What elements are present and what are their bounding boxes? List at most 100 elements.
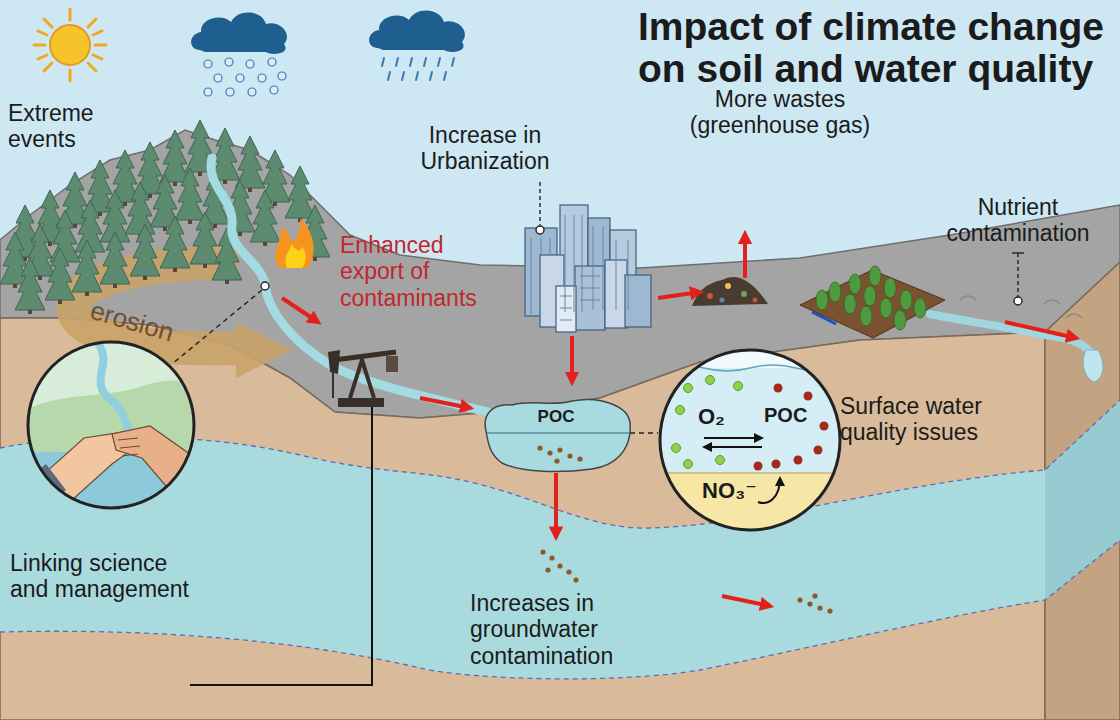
lens-picture (658, 472, 842, 473)
snow-cloud (204, 88, 212, 96)
flow-arrow (420, 398, 470, 408)
text-holder: POC (482, 407, 630, 427)
particles (807, 601, 812, 606)
leader-line (1017, 253, 1018, 297)
conifer-forest (190, 212, 220, 268)
leader-line (172, 282, 269, 364)
city-buildings (582, 215, 583, 312)
city-buildings (560, 296, 572, 297)
runoff-stream (930, 314, 1090, 352)
chemical-label: NO₃⁻ (702, 478, 757, 503)
handshake-circle-outline (26, 340, 196, 510)
snow-cloud (225, 58, 233, 66)
sun-icon (69, 9, 72, 20)
oil-pump (350, 360, 374, 398)
crop-field (900, 290, 912, 310)
exchange-arrow (704, 446, 762, 448)
crop-field (884, 278, 896, 298)
rain-cloud (382, 58, 454, 80)
oxygen-dot (734, 382, 743, 391)
city-buildings (580, 288, 600, 289)
text-holder: NO₃⁻ (702, 478, 757, 503)
crop-field (844, 294, 856, 314)
particles (812, 593, 817, 598)
runoff-stream (960, 296, 1082, 318)
handshake-picture (112, 426, 201, 500)
particle (577, 456, 582, 461)
magnifier-circle-outline (658, 348, 842, 532)
crop-field (816, 290, 828, 310)
rain-cloud (396, 58, 398, 66)
waste-heap (725, 283, 731, 289)
rain-cloud (410, 58, 412, 66)
oil-pump (328, 350, 340, 374)
groundwater-band (1045, 400, 1120, 600)
city-buildings (525, 205, 651, 332)
handshake-picture (118, 438, 140, 456)
waste-heap (741, 291, 747, 297)
wildfire-icon (285, 244, 305, 268)
text-holder: Surface water quality issues (840, 393, 1040, 446)
flow-arrow (570, 336, 574, 382)
conifer-forest (125, 182, 155, 238)
sun-icon (50, 25, 90, 65)
diagram-title: Impact of climate change on soil and wat… (638, 6, 1118, 90)
circle-outline (28, 342, 194, 508)
node-label: Linking science and management (10, 550, 206, 603)
carbon-dot (794, 456, 803, 465)
label-holder: Increase in Urbanization (410, 122, 560, 175)
crop-field (894, 310, 906, 330)
handshake-picture (26, 464, 66, 512)
flow-arrow (1005, 322, 1076, 338)
city-buildings (593, 226, 594, 310)
crop-field (869, 266, 881, 286)
oil-pump (386, 356, 398, 372)
sun-icon (34, 9, 106, 81)
node-label: POC (482, 407, 630, 427)
flow-arrow (282, 298, 318, 322)
snow-cloud (278, 72, 286, 80)
waste-heap (692, 277, 768, 306)
leader-line (536, 182, 544, 234)
title-block: Impact of climate change on soil and wat… (638, 6, 1118, 90)
conifer-forest (45, 248, 75, 304)
city-buildings (628, 240, 629, 310)
waste-heap (753, 298, 758, 303)
flow-arrow (743, 234, 747, 278)
runoff-stream (1044, 300, 1060, 304)
oxygen-dot (684, 460, 693, 469)
runoff-stream (960, 296, 976, 300)
magnifier-circle: O₂POCNO₃⁻Surface water quality issues (658, 348, 842, 532)
leader-line (536, 226, 544, 234)
city-buildings (556, 286, 576, 332)
sun-icon (69, 70, 72, 81)
flow-arrow (658, 292, 700, 298)
carbon-dot (820, 422, 829, 431)
node-heading: Surface water quality issues (840, 393, 1040, 446)
particle (567, 453, 572, 458)
city-buildings (531, 238, 532, 314)
rain-cloud (369, 10, 465, 51)
oxygen-dot (684, 384, 693, 393)
rain-cloud (444, 72, 446, 80)
soil-front-face (0, 318, 1045, 720)
snow-cloud (268, 58, 276, 66)
sun-icon (93, 31, 102, 35)
lens-picture (658, 365, 842, 371)
chemical-label: POC (764, 404, 807, 427)
city-buildings (616, 240, 617, 310)
aquifer-band: Increases in groundwater contamination (470, 538, 660, 674)
rain-cloud (402, 72, 404, 80)
wildfire-icon (275, 218, 313, 268)
city-buildings (575, 266, 605, 330)
process-label: Enhanced export of contaminants (340, 232, 500, 311)
city-buildings (560, 308, 572, 309)
flow-arrow (722, 596, 770, 606)
sun-icon (44, 19, 52, 27)
lens-picture (658, 348, 842, 657)
dashed-connector (630, 432, 658, 434)
city-buildings (603, 226, 604, 310)
particles (573, 577, 578, 582)
